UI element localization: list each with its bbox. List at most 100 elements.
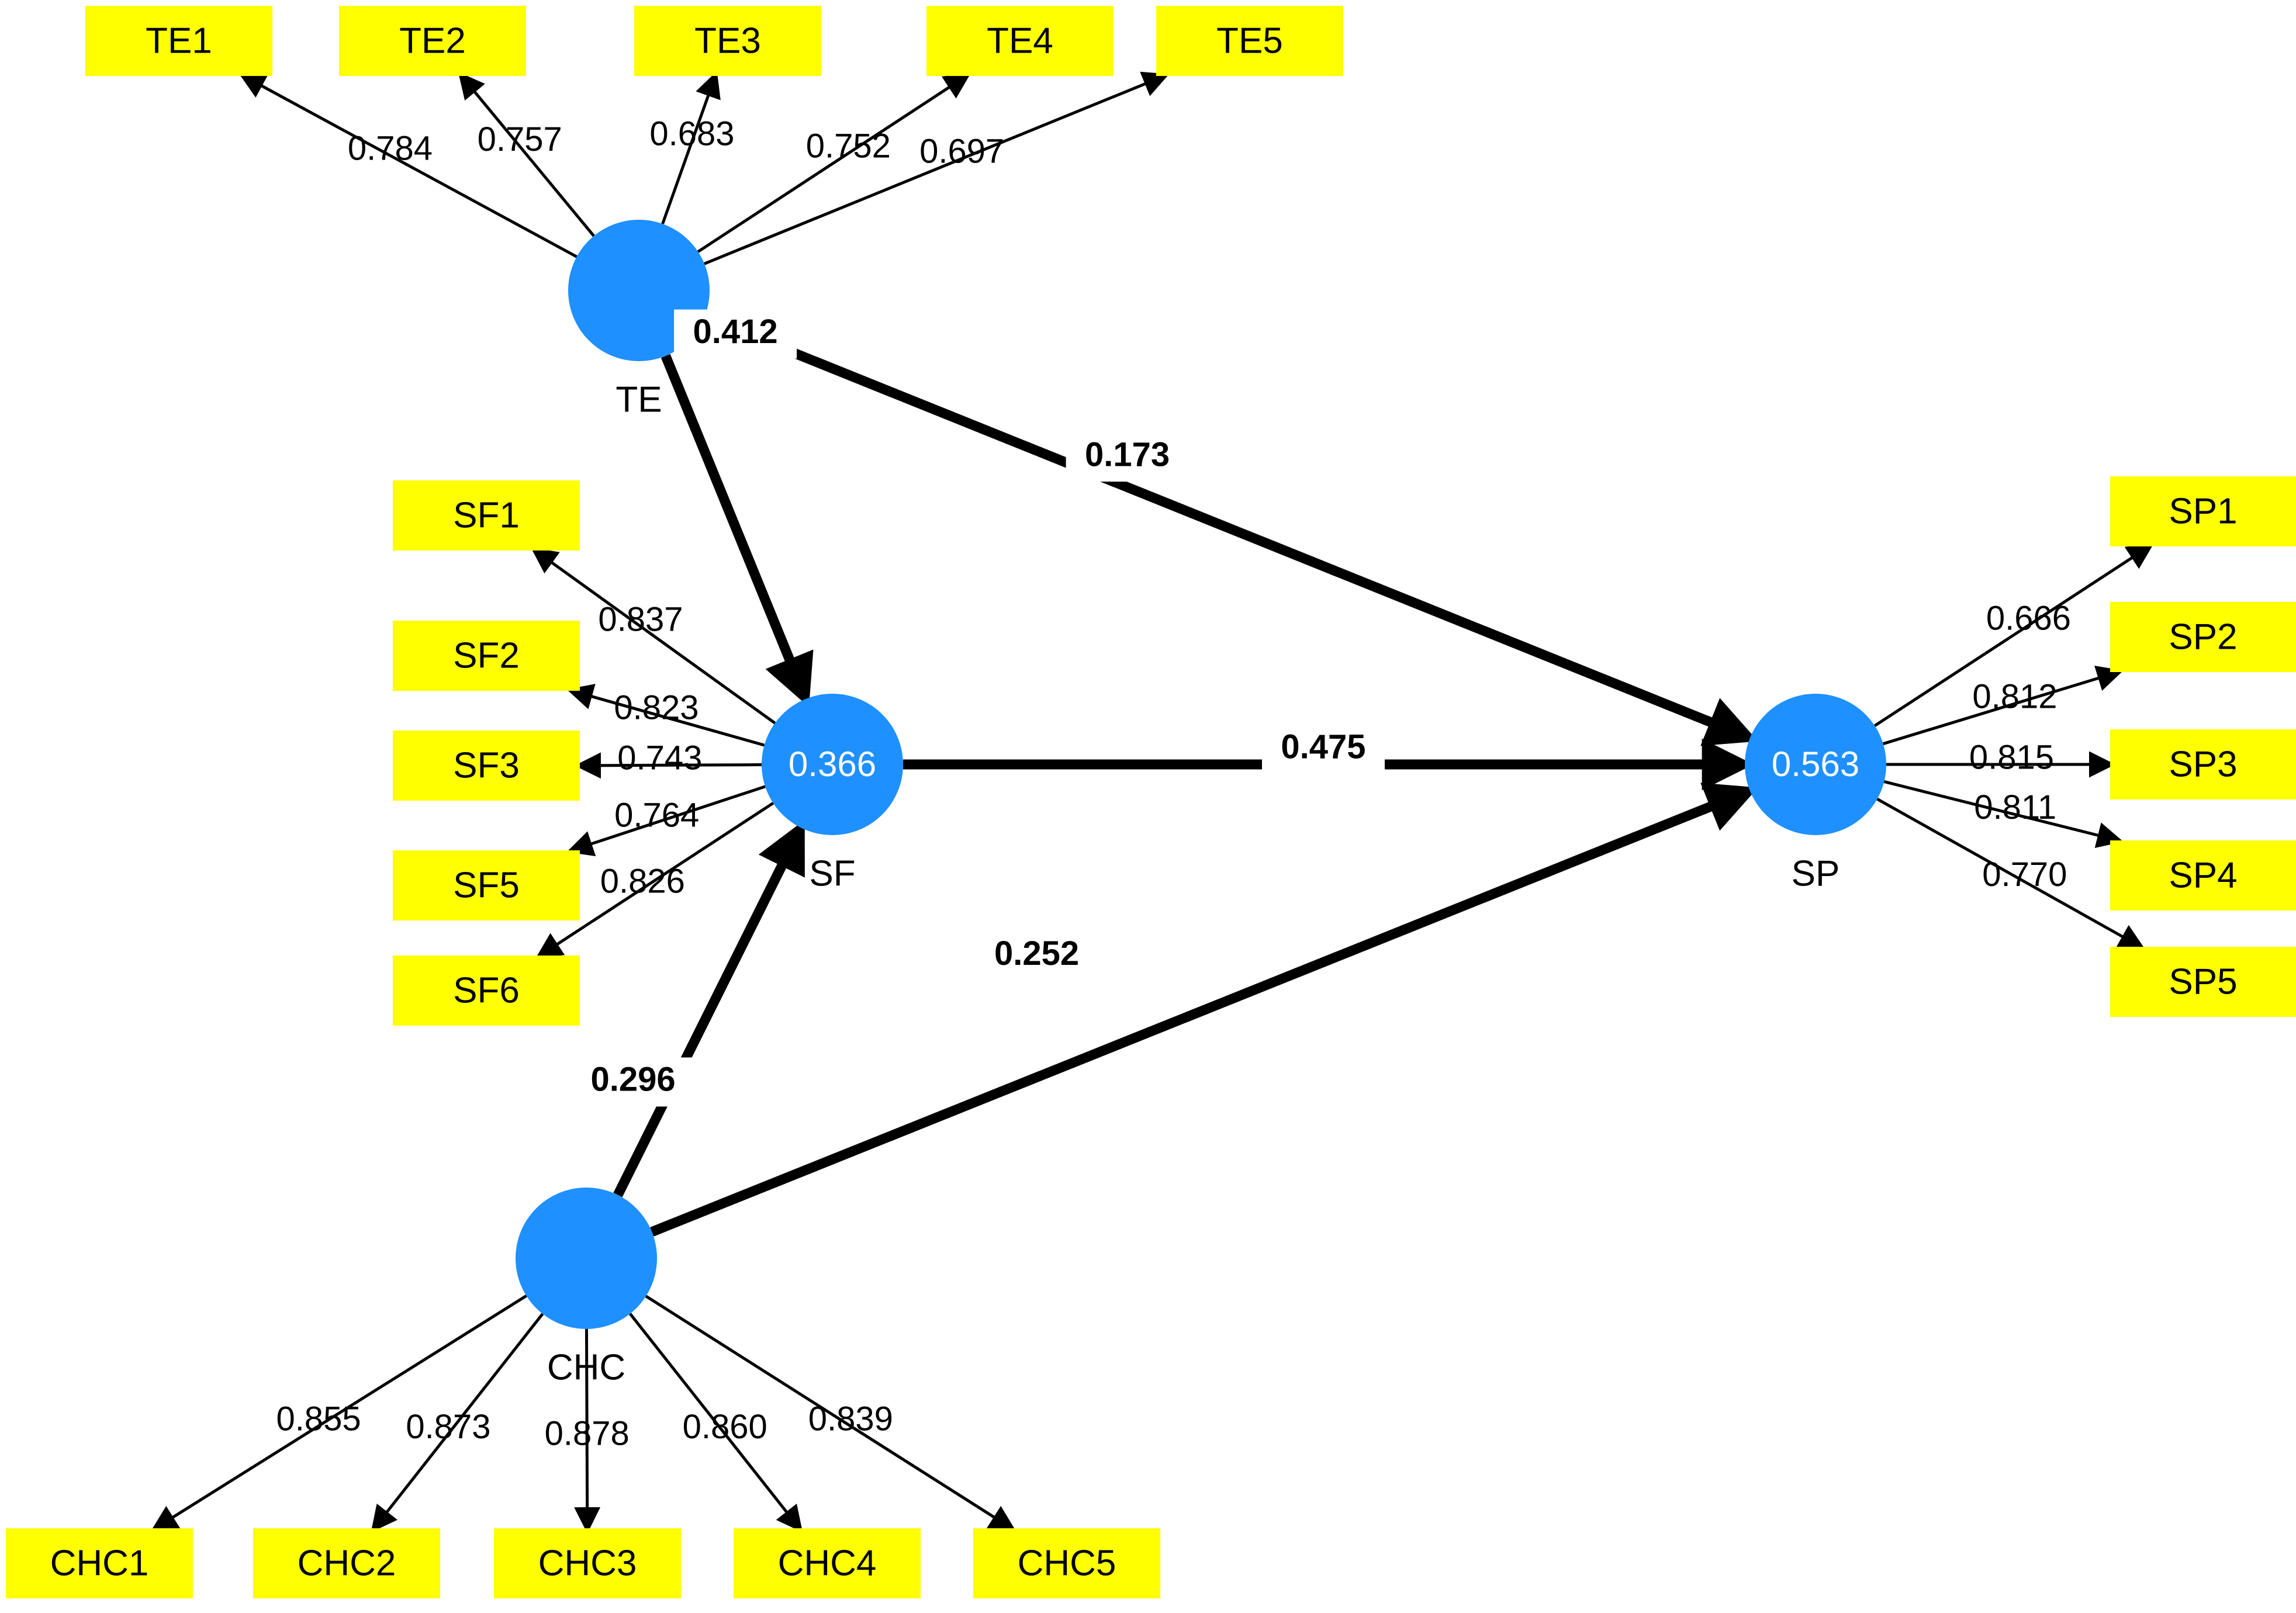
indicator-box-CHC2[interactable] <box>253 1528 440 1598</box>
loading-label-SP4: 0.811 <box>1974 788 2056 826</box>
indicator-label-TE2: TE2 <box>399 20 466 61</box>
path-arrow-CHC-SP <box>650 783 1758 1237</box>
path-label-backdrop-TE-SP <box>1066 432 1189 482</box>
indicator-box-SP2[interactable] <box>2110 602 2296 672</box>
indicator-box-SF2[interactable] <box>393 621 580 691</box>
indicator-box-TE2[interactable] <box>339 6 526 76</box>
indicator-CHC3[interactable]: CHC3 <box>494 1528 681 1598</box>
loading-label-SF5: 0.764 <box>614 796 699 834</box>
indicator-box-TE1[interactable] <box>85 6 272 76</box>
loading-label-SP3: 0.815 <box>1969 738 2054 776</box>
loading-arrow-TE-TE1 <box>238 73 578 258</box>
latent-r2-SP: 0.563 <box>1772 745 1859 784</box>
indicator-box-SF5[interactable] <box>393 850 580 920</box>
indicator-box-SF3[interactable] <box>393 731 580 801</box>
indicator-CHC1[interactable]: CHC1 <box>6 1528 193 1598</box>
indicator-TE2[interactable]: TE2 <box>339 6 526 76</box>
indicator-box-SP5[interactable] <box>2110 947 2296 1017</box>
loading-label-SP1: 0.666 <box>1986 599 2071 637</box>
indicator-box-SF1[interactable] <box>393 480 580 551</box>
indicator-SF3[interactable]: SF3 <box>393 731 580 801</box>
indicator-SF6[interactable]: SF6 <box>393 956 580 1026</box>
latent-circle-SP[interactable] <box>1745 694 1886 835</box>
loading-label-CHC3: 0.878 <box>545 1414 630 1452</box>
indicator-SF2[interactable]: SF2 <box>393 621 580 691</box>
indicator-SP3[interactable]: SP3 <box>2110 729 2296 799</box>
loading-label-SF2: 0.823 <box>614 688 699 726</box>
path-coefficient-CHC-SP: 0.252 <box>994 934 1079 972</box>
indicator-label-SF2: SF2 <box>453 635 520 676</box>
indicator-label-SP2: SP2 <box>2169 617 2237 657</box>
loading-arrow-SP-SP2 <box>1883 665 2124 746</box>
latent-name-TE: TE <box>616 379 662 420</box>
loading-label-TE1: 0.784 <box>348 129 433 167</box>
indicator-box-SF6[interactable] <box>393 956 580 1026</box>
indicator-box-TE4[interactable] <box>926 6 1114 76</box>
indicator-SP2[interactable]: SP2 <box>2110 602 2296 672</box>
loading-label-SF6: 0.826 <box>600 863 685 901</box>
indicator-CHC4[interactable]: CHC4 <box>734 1528 921 1598</box>
indicator-SF1[interactable]: SF1 <box>393 480 580 551</box>
indicator-label-SF6: SF6 <box>453 970 520 1010</box>
loading-arrow-SP-SP4 <box>1883 780 2124 849</box>
loading-label-TE4: 0.752 <box>806 127 891 165</box>
indicator-CHC5[interactable]: CHC5 <box>973 1528 1160 1598</box>
indicator-label-CHC1: CHC1 <box>50 1543 149 1583</box>
indicator-SP5[interactable]: SP5 <box>2110 947 2296 1017</box>
path-coefficient-CHC-SF: 0.296 <box>590 1061 675 1099</box>
latent-name-SP: SP <box>1792 853 1840 894</box>
indicator-box-SP4[interactable] <box>2110 840 2296 911</box>
indicator-TE3[interactable]: TE3 <box>634 6 821 76</box>
latent-name-CHC: CHC <box>547 1347 625 1387</box>
path-arrow-CHC-SF <box>613 819 805 1197</box>
indicator-box-TE3[interactable] <box>634 6 821 76</box>
indicator-box-CHC4[interactable] <box>734 1528 921 1598</box>
loading-label-TE5: 0.697 <box>919 133 1004 171</box>
loading-arrow-SF-SF5 <box>566 785 766 857</box>
indicator-label-TE3: TE3 <box>694 20 761 61</box>
loading-label-TE3: 0.683 <box>649 115 734 153</box>
path-label-backdrop-SF-SP <box>1262 725 1385 774</box>
path-arrow-TE-SP <box>703 312 1758 746</box>
indicator-label-TE1: TE1 <box>146 20 212 61</box>
indicator-box-CHC1[interactable] <box>6 1528 193 1598</box>
indicator-TE4[interactable]: TE4 <box>926 6 1114 76</box>
indicator-TE1[interactable]: TE1 <box>85 6 272 76</box>
indicator-box-SP3[interactable] <box>2110 729 2296 799</box>
indicator-label-SF5: SF5 <box>453 865 520 905</box>
path-coefficient-TE-SF: 0.412 <box>693 313 778 351</box>
loading-arrow-CHC-CHC5 <box>645 1294 1016 1531</box>
latent-CHC[interactable]: CHC <box>516 1188 657 1387</box>
loading-arrow-SP-SP1 <box>1873 544 2154 727</box>
loading-label-SF1: 0.837 <box>598 600 683 638</box>
indicator-label-SP1: SP1 <box>2169 491 2237 531</box>
indicator-TE5[interactable]: TE5 <box>1156 6 1343 76</box>
loading-arrow-TE-TE4 <box>697 73 971 253</box>
indicator-box-CHC5[interactable] <box>973 1528 1160 1598</box>
indicator-SF5[interactable]: SF5 <box>393 850 580 920</box>
indicator-SP1[interactable]: SP1 <box>2110 476 2296 546</box>
latent-r2-SF: 0.366 <box>789 745 876 784</box>
indicator-box-CHC3[interactable] <box>494 1528 681 1598</box>
path-label-backdrop-TE-SF <box>674 309 797 359</box>
indicator-SP4[interactable]: SP4 <box>2110 840 2296 911</box>
loading-arrow-SF-SF2 <box>566 684 765 747</box>
latent-circle-SF[interactable] <box>762 694 903 835</box>
path-label-backdrop-CHC-SF <box>572 1057 695 1107</box>
indicator-CHC2[interactable]: CHC2 <box>253 1528 440 1598</box>
indicator-box-TE5[interactable] <box>1156 6 1343 76</box>
loading-arrow-CHC-CHC4 <box>629 1313 803 1533</box>
loading-label-SF3: 0.743 <box>617 739 702 777</box>
indicator-label-SF1: SF1 <box>453 495 520 535</box>
indicator-label-SP5: SP5 <box>2169 961 2237 1002</box>
path-arrow-TE-SF <box>661 354 814 707</box>
latent-circle-CHC[interactable] <box>516 1188 657 1329</box>
path-label-backdrop-CHC-SP <box>975 931 1098 981</box>
indicator-box-SP1[interactable] <box>2110 476 2296 546</box>
indicator-label-TE5: TE5 <box>1216 20 1283 61</box>
loading-label-CHC4: 0.860 <box>683 1408 767 1446</box>
